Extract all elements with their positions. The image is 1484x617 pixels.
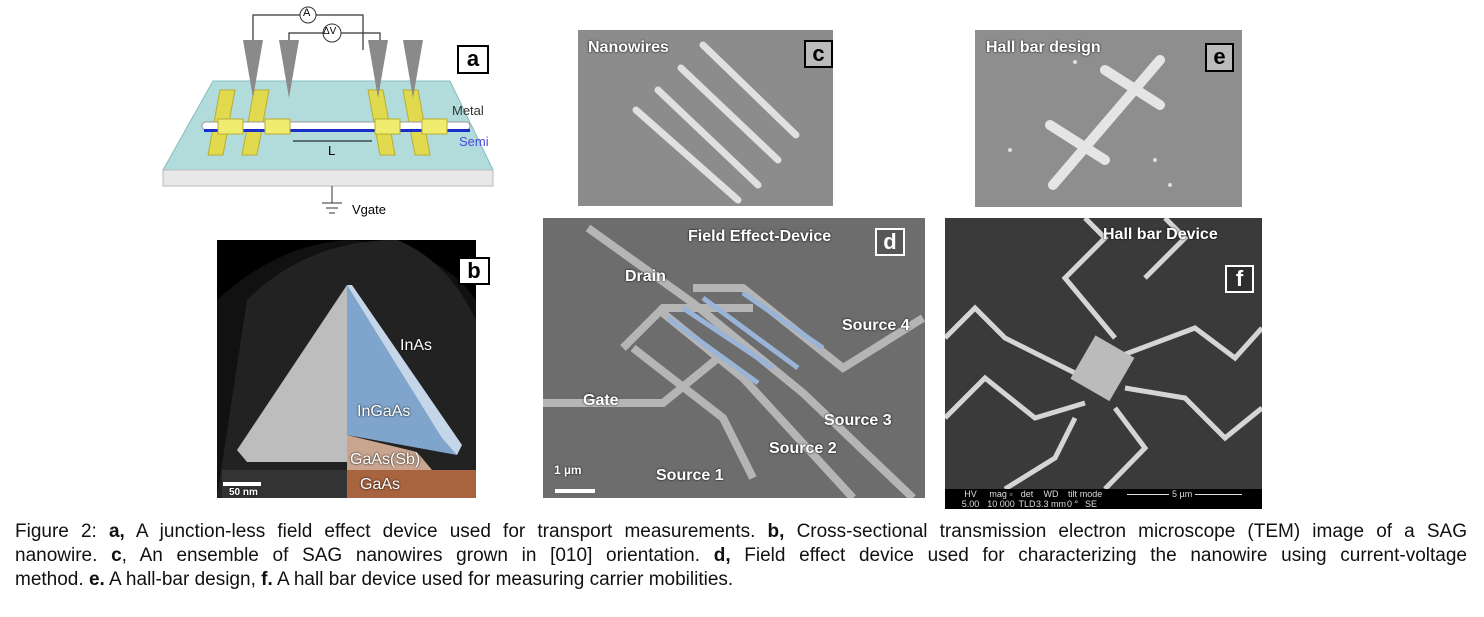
scale-bar-label: 50 nm: [229, 487, 258, 498]
caption-panel-ref: e.: [88, 569, 105, 590]
terminal-source-3: Source 3: [824, 412, 892, 429]
fet-sem-image: [543, 224, 925, 498]
panel-f-title: Hall bar Device: [1103, 226, 1218, 243]
voltmeter-label: ΔV: [323, 26, 337, 37]
ammeter-label: A: [303, 7, 311, 19]
info-header-wd: WD: [1043, 489, 1059, 499]
info-value-mode: SE: [1084, 499, 1097, 509]
terminal-source-2: Source 2: [769, 440, 837, 457]
vgate-label: Vgate: [352, 202, 386, 217]
caption-panel-ref: c: [111, 545, 122, 566]
panel-e-title: Hall bar design: [986, 39, 1101, 56]
info-value-wd: 3.3 mm: [1036, 499, 1067, 509]
info-value-hv: 5.00 kV: [961, 499, 980, 509]
info-header-mode: mode: [1079, 489, 1103, 499]
length-label: L: [328, 143, 336, 158]
caption-line-1: Figure 2: a, A junction-less field effec…: [15, 520, 1467, 544]
caption-line-2: nanowire. c, An ensemble of SAG nanowire…: [15, 544, 1467, 568]
scale-bar-label: 1 µm: [554, 463, 582, 477]
caption-line-3: method. e. A hall-bar design, f. A hall …: [15, 568, 1467, 592]
panel-label-e: e: [1205, 43, 1234, 72]
info-header-tilt: tilt: [1068, 489, 1077, 499]
caption-text: A hall bar device used for measuring car…: [272, 569, 734, 590]
terminal-drain: Drain: [625, 268, 666, 285]
info-header-det: det: [1020, 489, 1034, 499]
caption-panel-ref: f.: [261, 569, 273, 590]
caption-panel-ref: b,: [767, 521, 785, 542]
panel-label-c: c: [804, 40, 833, 68]
panel-label-d: d: [875, 228, 905, 256]
layer-ingaas: InGaAs: [357, 403, 411, 420]
info-header-hv: HV: [964, 489, 977, 499]
panel-label-b: b: [458, 257, 490, 285]
panel-label-f: f: [1225, 265, 1254, 293]
panel-b-tem-image: InAs InGaAs GaAs(Sb) GaAs 50 nm: [217, 240, 476, 498]
metal-label: Metal: [452, 103, 484, 118]
layer-inas: InAs: [400, 337, 433, 354]
hall-bar-device-sem-image: [945, 218, 1262, 492]
caption-panel-ref: a,: [108, 521, 125, 542]
caption-text: nanowire.: [15, 545, 112, 566]
terminal-source-1: Source 1: [656, 467, 724, 484]
panel-d-field-effect-device: Field Effect-Device Drain Gate Source 1 …: [543, 218, 925, 498]
panel-c-title: Nanowires: [588, 39, 669, 56]
terminal-gate: Gate: [583, 392, 619, 409]
caption-text: Figure 2:: [15, 521, 109, 542]
terminal-source-4: Source 4: [842, 317, 910, 334]
caption-text: A junction-less field effect device used…: [124, 521, 768, 542]
caption-text: method.: [15, 569, 89, 590]
panel-label-a: a: [457, 45, 489, 74]
scale-bar-label: 5 µm: [1169, 489, 1196, 499]
layer-gaassb: GaAs(Sb): [350, 451, 421, 468]
caption-text: Cross-sectional transmission electron mi…: [784, 521, 1467, 542]
hall-bar-sem-image: [1008, 55, 1172, 190]
caption-text: A hall-bar design,: [104, 569, 262, 590]
info-value-det: TLD: [1018, 499, 1036, 509]
semi-label: Semi: [459, 134, 489, 149]
info-header-mag: mag ▫: [989, 489, 1013, 499]
panel-d-title: Field Effect-Device: [688, 228, 832, 245]
device-schematic-diagram: [162, 6, 494, 214]
info-value-mag: 10 000 x: [987, 499, 1015, 509]
panel-a-device-schematic: A ΔV Metal Semi L Vgate: [150, 0, 500, 230]
panel-c-sem-nanowires: Nanowires c: [578, 30, 833, 206]
nanowire-array-image: [632, 41, 800, 204]
caption-text: Field effect device used for characteriz…: [730, 545, 1467, 566]
panel-e-hall-bar-design: Hall bar design e: [975, 30, 1242, 207]
layer-gaas: GaAs: [360, 476, 401, 493]
caption-panel-ref: d,: [713, 545, 731, 566]
figure-caption: Figure 2: a, A junction-less field effec…: [15, 520, 1467, 592]
info-value-tilt: 0 °: [1066, 499, 1079, 509]
caption-text: , An ensemble of SAG nanowires grown in …: [121, 545, 714, 566]
tem-cross-section: [217, 240, 476, 498]
